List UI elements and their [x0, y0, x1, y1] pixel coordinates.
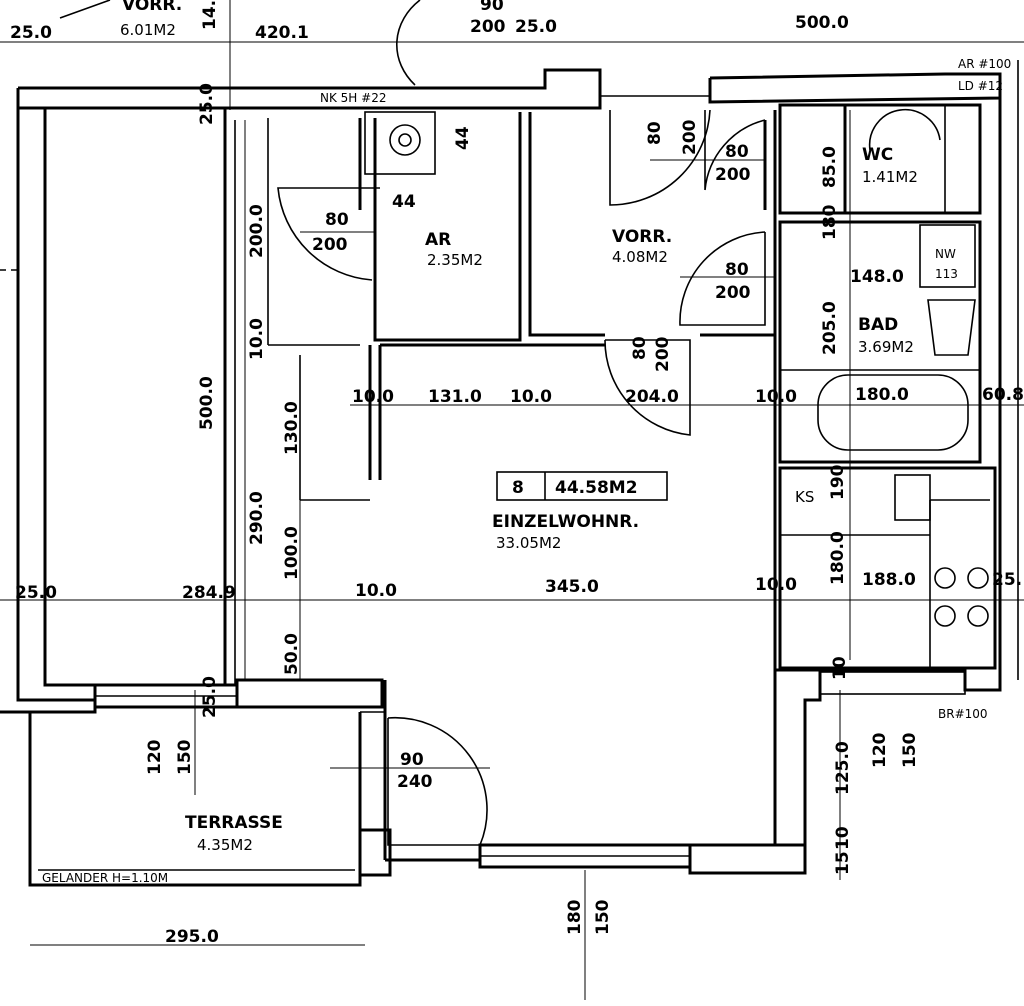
dim-top-500: 500.0 [795, 13, 849, 33]
room-name-ar: AR [425, 230, 451, 250]
dim-m-10r: 10.0 [755, 575, 797, 595]
label-nw-dim: 113 [935, 267, 958, 281]
room-name-terrasse: TERRASSE [185, 813, 283, 833]
dim-205: 205.0 [820, 301, 840, 355]
dim-r-15: 15 [833, 851, 853, 875]
walls [0, 60, 1019, 887]
dim-h-131: 131.0 [428, 387, 482, 407]
dim-h-10b: 10.0 [510, 387, 552, 407]
dim-v-100: 100.0 [282, 526, 302, 580]
label-nw: NW [935, 247, 956, 261]
dim-v-290: 290.0 [247, 491, 267, 545]
dim-200c: 200 [715, 165, 751, 185]
dim-80b: 80 [645, 121, 665, 145]
dim-b-180: 180 [565, 899, 585, 935]
dim-44a: 44 [392, 192, 416, 212]
dim-200e: 200 [653, 336, 673, 372]
dim-200b: 200 [680, 119, 700, 155]
dim-h-10a: 10.0 [352, 387, 394, 407]
dim-v-180: 180.0 [828, 531, 848, 585]
label-ks: KS [795, 488, 814, 506]
dim-r-120: 120 [870, 732, 890, 768]
dim-h-10c: 10.0 [755, 387, 797, 407]
dim-ter-150: 150 [175, 739, 195, 775]
label-ar-top: AR #100 [958, 57, 1011, 71]
unit-number: 8 [512, 478, 524, 498]
dim-180v: 180 [820, 204, 840, 240]
dim-h-25r: 25. [992, 570, 1022, 590]
door-swings [59, 0, 941, 846]
dim-m-10: 10.0 [355, 581, 397, 601]
label-br: BR#100 [938, 707, 988, 721]
unit-area: 44.58M2 [555, 478, 638, 498]
room-area-ar: 2.35M2 [427, 251, 483, 269]
room-area-vorr: 4.08M2 [612, 248, 668, 266]
room-area-terrasse: 4.35M2 [197, 836, 253, 854]
dim-v-200: 200.0 [247, 204, 267, 258]
dim-top-25: 25.0 [10, 23, 52, 43]
dim-v-25: 25.0 [197, 83, 217, 125]
dim-v-130: 130.0 [282, 401, 302, 455]
dim-h-204: 204.0 [625, 387, 679, 407]
dim-v-50: 50.0 [282, 633, 302, 675]
label-gelaender: GELANDER H=1.10M [42, 871, 168, 885]
room-area-bad: 3.69M2 [858, 338, 914, 356]
dim-148: 148.0 [850, 267, 904, 287]
label-ld-top: LD #12 [958, 79, 1003, 93]
dim-200a: 200 [312, 235, 348, 255]
room-area-vorr-top: 6.01M2 [120, 21, 176, 39]
dim-80d: 80 [725, 260, 749, 280]
label-nk: NK 5H #22 [320, 91, 386, 105]
dim-r-10b: 10 [833, 826, 853, 850]
dim-44b: 44 [453, 126, 473, 150]
room-name-einzel: EINZELWOHNR. [492, 512, 639, 532]
dim-h-60: 60.8 [982, 385, 1024, 405]
dim-m-25: 25.0 [15, 583, 57, 603]
dim-h-188: 188.0 [862, 570, 916, 590]
dim-r-150: 150 [900, 732, 920, 768]
dim-v-25b: 25.0 [200, 676, 220, 718]
dim-b-150: 150 [593, 899, 613, 935]
unit-box [496, 471, 668, 501]
dim-80c: 80 [725, 142, 749, 162]
dim-80a: 80 [325, 210, 349, 230]
dim-v-190: 190 [828, 464, 848, 500]
dim-top-90: 90 [480, 0, 504, 15]
dim-80e: 80 [630, 336, 650, 360]
dim-ter-120: 120 [145, 739, 165, 775]
room-area-wc: 1.41M2 [862, 168, 918, 186]
dim-v-500: 500.0 [197, 376, 217, 430]
dim-r-10: 10 [830, 656, 850, 680]
dim-85: 85.0 [820, 146, 840, 188]
dim-top-420: 420.1 [255, 23, 309, 43]
dim-top-200: 200 [470, 17, 506, 37]
dim-r-125: 125.0 [833, 741, 853, 795]
room-name-bad: BAD [858, 315, 898, 335]
dim-v-10: 10.0 [247, 318, 267, 360]
room-area-einzel: 33.05M2 [496, 534, 561, 552]
dim-w-90: 90 [400, 750, 424, 770]
room-name-vorr-top: VORR. [122, 0, 182, 15]
dim-top-14: 14.0 [200, 0, 220, 30]
dim-m-284: 284.9 [182, 583, 236, 603]
dim-w-240: 240 [397, 772, 433, 792]
room-labels: VORR. 6.01M2 AR 2.35M2 VORR. 4.08M2 WC 1… [120, 0, 918, 854]
dim-h-180: 180.0 [855, 385, 909, 405]
misc-labels: NK 5H #22 AR #100 LD #12 BR#100 KS NW 11… [42, 57, 1011, 885]
dim-200d: 200 [715, 283, 751, 303]
dimension-labels: 25.0 420.1 14.0 90 200 25.0 500.0 25.0 5… [10, 0, 1024, 947]
room-name-vorr: VORR. [612, 227, 672, 247]
room-name-wc: WC [862, 145, 893, 165]
dim-m-345: 345.0 [545, 577, 599, 597]
dim-b-295: 295.0 [165, 927, 219, 947]
dim-top-25b: 25.0 [515, 17, 557, 37]
